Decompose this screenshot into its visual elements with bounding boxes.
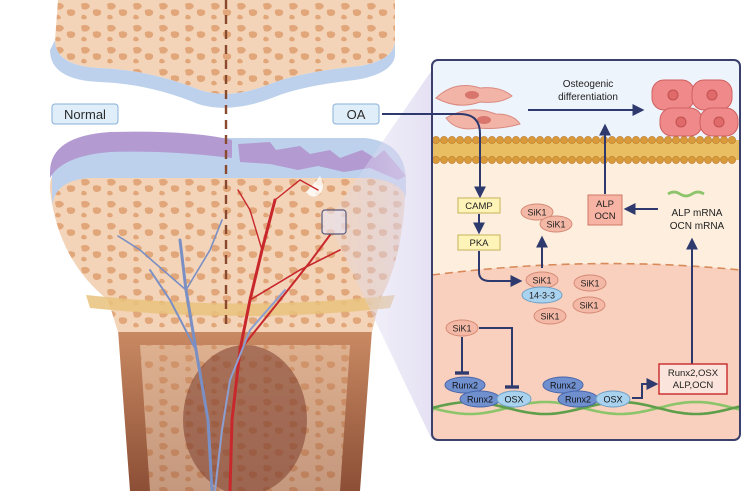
nucleus	[432, 263, 740, 440]
alp-mrna-label: ALP mRNA	[672, 208, 723, 219]
tibia-head	[49, 160, 405, 332]
osteogenic-label: Osteogenic	[563, 79, 614, 90]
oa-label: OA	[332, 103, 380, 125]
zoom-box	[321, 209, 347, 235]
sik1-14-3-3-complex: SiK1 14-3-3	[521, 271, 563, 304]
growth-plate	[86, 295, 395, 316]
svg-text:14-3-3: 14-3-3	[529, 291, 555, 301]
ocn-mrna-label: OCN mRNA	[670, 221, 725, 232]
alp-ocn-box: ALP OCN	[587, 194, 623, 226]
sik1-nucleus: SiK1	[445, 319, 479, 337]
normal-cartilage-purple	[50, 131, 232, 178]
svg-text:OA: OA	[347, 107, 366, 122]
svg-text:OSX: OSX	[603, 395, 622, 405]
oa-cartilage-eroded	[238, 142, 406, 180]
svg-text:SiK1: SiK1	[532, 276, 551, 286]
svg-text:ALP,OCN: ALP,OCN	[673, 380, 714, 391]
cell-membrane-icon	[432, 136, 740, 164]
camp-box: CAMP	[457, 197, 501, 214]
svg-text:Normal: Normal	[64, 107, 106, 122]
sik1-cytoplasm: SiK1 SiK1	[520, 203, 573, 233]
joint-illustration	[49, 0, 432, 491]
zoom-beam	[334, 70, 432, 440]
differentiation-label: differentiation	[558, 92, 618, 103]
svg-text:Runx2,OSX: Runx2,OSX	[668, 368, 719, 379]
normal-label: Normal	[51, 103, 119, 125]
svg-text:ALP: ALP	[596, 199, 614, 210]
svg-text:Runx2: Runx2	[565, 395, 591, 405]
osteoblast-cell-icon	[651, 79, 739, 137]
target-genes-box: Runx2,OSX ALP,OCN	[658, 363, 728, 395]
pka-box: PKA	[457, 234, 501, 251]
svg-text:Runx2: Runx2	[467, 395, 493, 405]
svg-text:OSX: OSX	[504, 395, 523, 405]
svg-text:SiK1: SiK1	[452, 324, 471, 334]
pathway-panel: Osteogenic differentiation CAMP PKA SiK1…	[382, 59, 741, 441]
sik1-free: SiK1 SiK1 SiK1	[533, 274, 607, 325]
mrna-strand-icon	[667, 190, 705, 198]
svg-text:SiK1: SiK1	[579, 301, 598, 311]
svg-text:SiK1: SiK1	[546, 220, 565, 230]
svg-text:OCN: OCN	[594, 211, 615, 222]
svg-text:PKA: PKA	[469, 238, 489, 249]
tf-group-left: Runx2 Runx2 OSX	[444, 376, 532, 408]
tf-group-right: Runx2 Runx2 OSX	[542, 376, 631, 408]
svg-text:SiK1: SiK1	[580, 279, 599, 289]
svg-text:CAMP: CAMP	[465, 201, 492, 212]
svg-text:Runx2: Runx2	[550, 381, 576, 391]
femur-cartilage	[50, 40, 395, 108]
svg-text:SiK1: SiK1	[527, 208, 546, 218]
svg-text:SiK1: SiK1	[540, 312, 559, 322]
blood-vessel-icon	[117, 179, 341, 491]
svg-text:Runx2: Runx2	[452, 381, 478, 391]
